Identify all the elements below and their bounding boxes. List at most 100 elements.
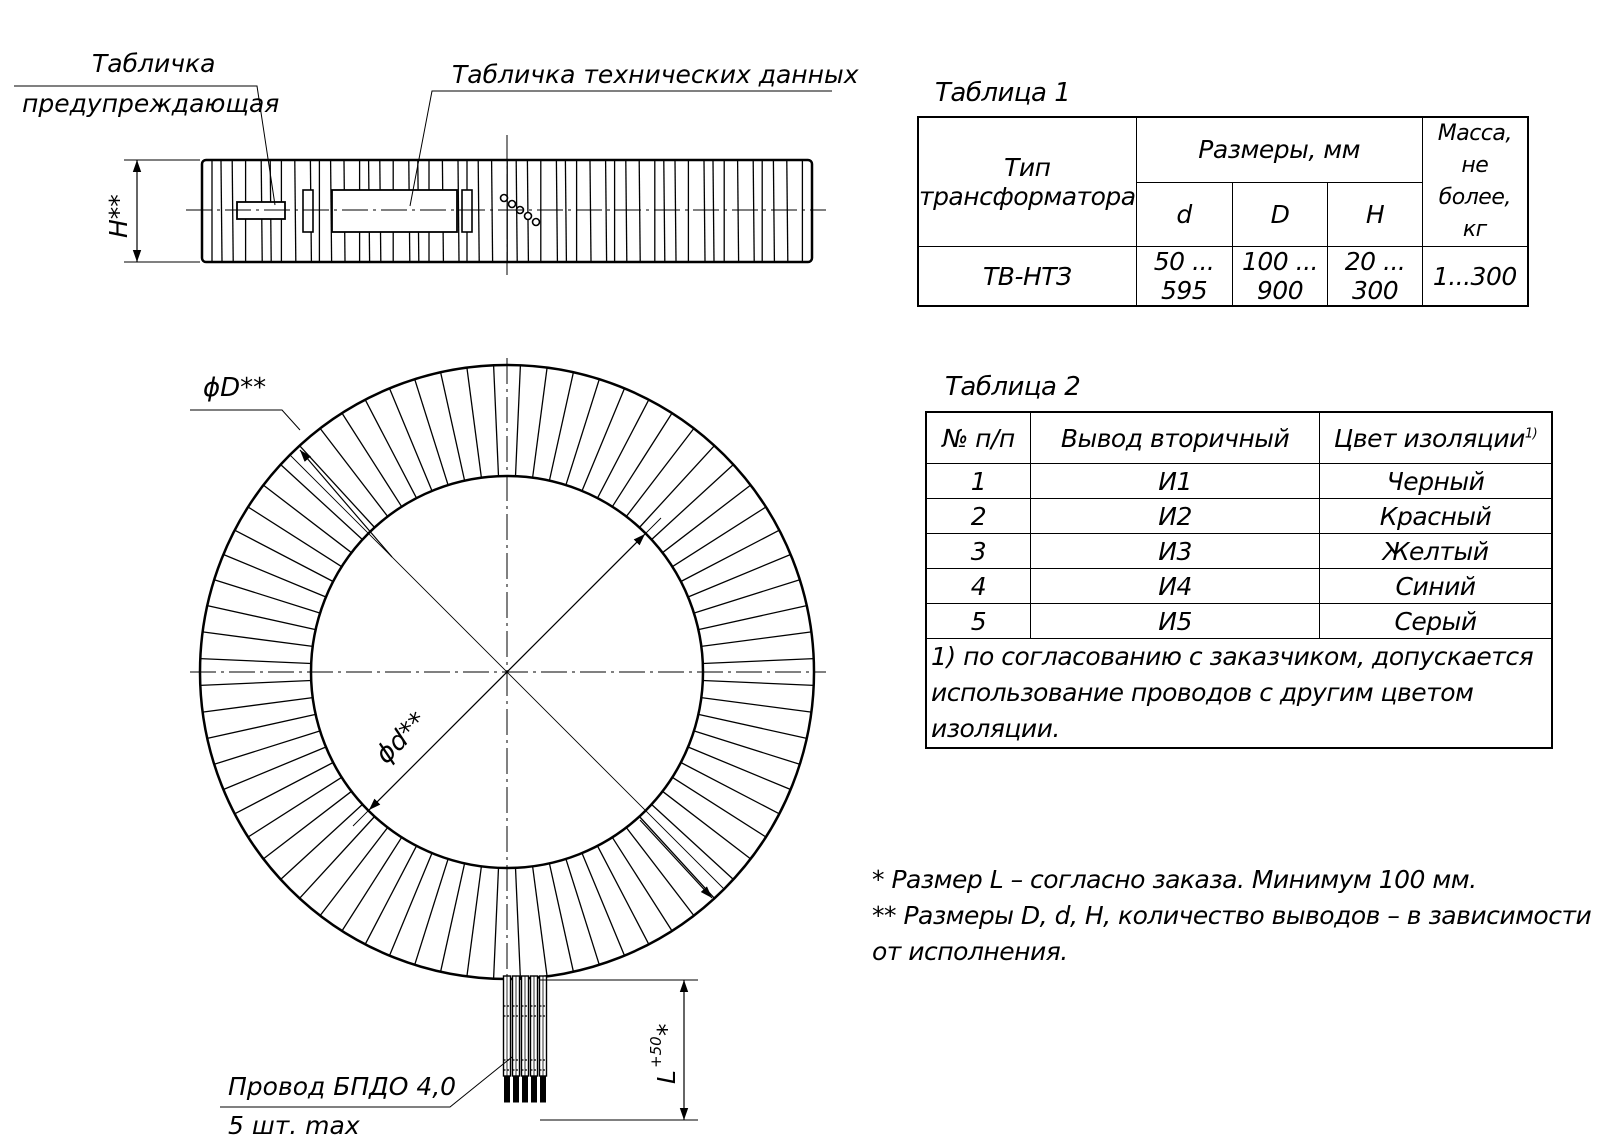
winding-rib: [202, 631, 313, 648]
winding-rib: [207, 713, 316, 740]
winding-rib: [671, 506, 767, 568]
winding-rib: [364, 845, 418, 945]
winding-rib: [651, 803, 734, 880]
winding-rib: [701, 696, 812, 713]
winding-rib: [680, 761, 780, 815]
side-rib: [555, 160, 559, 262]
winding-rib: [202, 696, 313, 713]
winding-rib: [388, 852, 433, 956]
winding-rib: [492, 867, 500, 979]
side-rib: [703, 160, 706, 262]
outer-diameter-leader: [190, 409, 301, 431]
side-rib: [772, 160, 776, 262]
lead-wire: [538, 975, 548, 1103]
tech-plate-label: Табличка технических данных: [452, 60, 859, 89]
table1-row: ТВ-НТЗ 50 ... 595 100 ... 900 20 ... 300…: [917, 246, 1529, 307]
note-2: ** Размеры D, d, H, количество выводов –…: [872, 901, 1592, 930]
side-rib: [220, 160, 223, 262]
winding-rib: [439, 863, 466, 972]
side-rib: [638, 160, 641, 262]
plan-view: [190, 358, 826, 1121]
winding-rib: [214, 730, 321, 765]
side-rib: [663, 160, 666, 262]
winding-rib: [214, 579, 321, 614]
winding-rib: [414, 379, 449, 486]
side-rib: [674, 160, 677, 262]
table2-col-lead: Вывод вторичный: [1030, 411, 1321, 464]
winding-rib: [596, 399, 650, 499]
lead-wire: [520, 975, 530, 1103]
table1-col-H: H: [1327, 181, 1423, 248]
winding-rib: [439, 372, 466, 481]
winding-rib: [611, 412, 673, 508]
lead-wire: [529, 975, 539, 1103]
winding-rib: [548, 863, 575, 972]
length-star: *: [652, 1024, 681, 1037]
length-dimension-label: L: [652, 1070, 681, 1084]
side-rib: [477, 160, 480, 262]
winding-rib: [701, 631, 812, 648]
winding-rib: [280, 464, 363, 541]
side-rib: [490, 160, 494, 262]
table1-col-mass: Масса,не более,кг: [1421, 116, 1529, 247]
table1-caption: Таблица 1: [935, 78, 1071, 108]
inner-diameter-line: [368, 533, 646, 811]
winding-rib: [341, 412, 403, 508]
winding-rib: [263, 790, 352, 860]
side-rib: [564, 160, 568, 262]
winding-rib: [662, 790, 751, 860]
table1-col-d: d: [1135, 181, 1233, 248]
winding-rib: [341, 836, 403, 932]
side-rib: [712, 160, 715, 262]
general-notes: * Размер L – согласно заказа. Минимум 10…: [872, 862, 1592, 970]
side-view: [14, 85, 832, 275]
winding-rib: [466, 866, 483, 977]
winding-ribs: [200, 365, 814, 979]
side-rib: [786, 160, 789, 262]
tech-plate-bracket-right: [461, 189, 473, 233]
winding-rib: [234, 761, 334, 815]
table1-col-D: D: [1231, 181, 1329, 248]
winding-rib: [223, 553, 327, 598]
winding-rib: [702, 657, 814, 665]
winding-rib: [693, 579, 800, 614]
winding-rib: [687, 553, 791, 598]
table2-caption: Таблица 2: [945, 372, 1081, 402]
lead-wire: [511, 975, 521, 1103]
winding-rib: [364, 399, 418, 499]
winding-rib: [492, 365, 500, 477]
lead-wire: [502, 975, 512, 1103]
warning-plate-label-2: предупреждающая: [22, 89, 279, 118]
winding-rib: [531, 866, 548, 977]
winding-rib: [693, 730, 800, 765]
winding-rib: [514, 867, 522, 979]
table1-col-sizes: Размеры, мм: [1135, 116, 1423, 183]
winding-rib: [565, 858, 600, 965]
winding-rib: [611, 836, 673, 932]
winding-rib: [687, 746, 791, 791]
winding-rib: [680, 529, 780, 583]
side-rib: [625, 160, 628, 262]
winding-rib: [414, 858, 449, 965]
side-rib: [526, 160, 530, 262]
side-rib: [589, 160, 592, 262]
winding-rib: [319, 428, 389, 517]
winding-rib: [698, 604, 807, 631]
winding-rib: [581, 388, 626, 492]
note-3: от исполнения.: [872, 937, 1068, 966]
winding-rib: [247, 776, 343, 838]
winding-rib: [200, 657, 312, 665]
side-rib: [752, 160, 755, 262]
winding-rib: [466, 367, 483, 478]
winding-rib: [514, 365, 522, 477]
winding-rib: [207, 604, 316, 631]
table2-footnote: 1) по согласованию с заказчиком, допуска…: [925, 638, 1553, 749]
height-dimension-label: H**: [104, 194, 133, 238]
wire-label-2: 5 шт. max: [228, 1111, 360, 1140]
winding-rib: [625, 827, 695, 916]
